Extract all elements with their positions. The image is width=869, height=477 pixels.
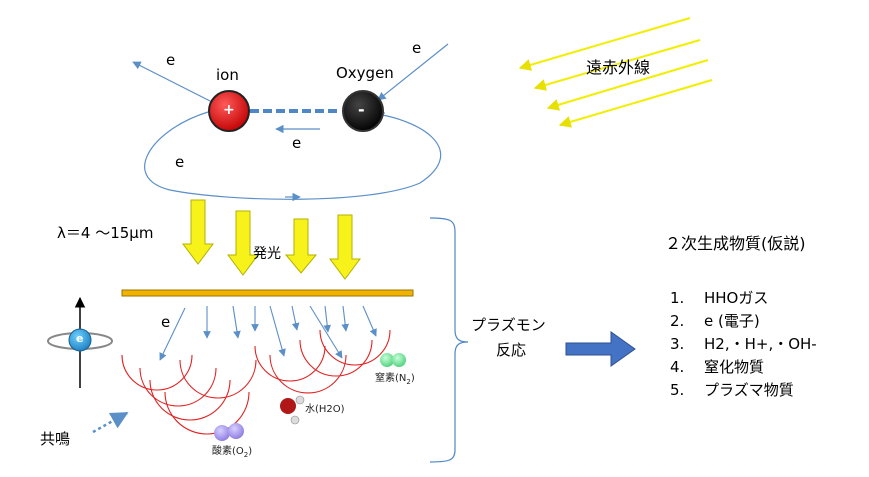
- ion-label: ion: [216, 66, 239, 84]
- product-item: 4.窒化物質: [670, 358, 765, 376]
- emission-label: 発光: [253, 246, 281, 262]
- resonance-label: 共鳴: [40, 430, 71, 448]
- emission-bar: [121, 289, 414, 297]
- oxygen-label: Oxygen: [336, 64, 394, 82]
- product-item: 5.プラズマ物質: [670, 381, 794, 399]
- result-arrow: [565, 331, 636, 367]
- ion-sphere: [208, 90, 250, 132]
- nitrogen-molecule: [380, 353, 406, 367]
- electron-label-loop: e: [175, 153, 185, 171]
- electron-arrow-in: [377, 43, 449, 101]
- spin-electron: [68, 328, 92, 352]
- electron-label-mid: e: [292, 134, 302, 152]
- plasmon-waves: [121, 329, 391, 435]
- oxygen-molecule: [214, 423, 244, 441]
- electron-label-left: e: [166, 51, 176, 69]
- resonance-arrow: [92, 411, 129, 434]
- oxygen-sign: -: [358, 100, 365, 119]
- water-label: 水(H2O): [305, 404, 345, 415]
- electron-label-right: e: [412, 39, 422, 57]
- product-item: 1.HHOガス: [670, 289, 769, 307]
- reaction-label-line2: 反応: [496, 341, 527, 359]
- wavelength-label: λ＝4 ～15μm: [57, 224, 154, 242]
- spin-electron-label: e: [76, 332, 84, 345]
- product-item: 3.H2,・H+,・OH-: [670, 335, 817, 353]
- products-title: ２次生成物質(仮説): [665, 234, 806, 253]
- infrared-rays: [518, 17, 713, 128]
- reaction-label-line1: プラズモン: [471, 316, 546, 334]
- products-list: 1.HHOガス 2.e (電子) 3.H2,・H+,・OH- 4.窒化物質 5.…: [670, 287, 817, 402]
- oxygen-sphere: [342, 90, 384, 132]
- nitrogen-label: 窒素(N2): [375, 373, 415, 386]
- infrared-label: 遠赤外線: [586, 58, 651, 77]
- electron-rain: [159, 305, 377, 361]
- oxygen-molecule-label: 酸素(O2): [212, 446, 253, 459]
- electron-orbit: [144, 111, 442, 200]
- emission-arrows: [182, 199, 361, 280]
- product-item: 2.e (電子): [670, 312, 760, 330]
- water-molecule: [280, 395, 305, 425]
- reaction-brace: [429, 217, 469, 463]
- electron-arrow-out: [132, 61, 215, 104]
- electron-label-bar: e: [161, 313, 171, 331]
- ion-sign: +: [223, 102, 235, 118]
